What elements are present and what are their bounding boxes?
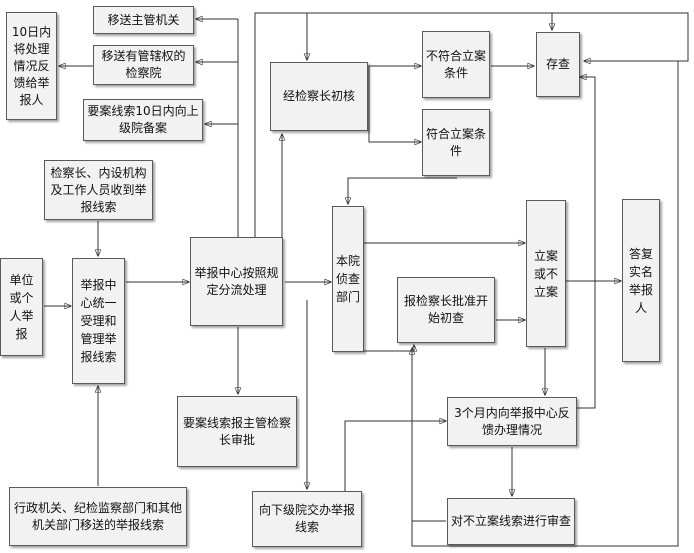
- arrow-meet-to-investigation: [348, 177, 457, 204]
- archive-box: 存查: [536, 32, 580, 97]
- lower-court-box: 向下级院交办举报线索: [252, 491, 362, 547]
- review-to-approve: [412, 348, 446, 522]
- file-or-not-box: 立案或不立案: [526, 200, 566, 347]
- prelim-review-box: 经检察长初核: [270, 62, 368, 131]
- file-upper-box: 要案线索10日内向上级院备案: [83, 99, 203, 141]
- meet-box: 符合立案条件: [422, 109, 490, 176]
- other-agencies-box: 行政机关、纪检监察部门和其他机关部门移送的举报线索: [9, 487, 187, 546]
- lower-to-feedback3m: [344, 421, 446, 496]
- unit-person-box: 单位或个人举报: [0, 258, 43, 356]
- top-line-to-right: [307, 12, 689, 62]
- prelim-to-meet: [368, 98, 421, 142]
- chief-receive-box: 检察长、内设机构及工作人员收到举报线索: [44, 160, 153, 220]
- center-distribute-box: 举报中心按照规定分流处理: [190, 237, 283, 326]
- feedback-3-months-box: 3个月内向举报中心反馈办理情况: [447, 397, 577, 446]
- review-unfiled-box: 对不立案线索进行审查: [447, 498, 575, 545]
- feedback-10-days-box: 10日内将处理情况反馈给举报人: [6, 12, 57, 120]
- not-meet-box: 不符合立案条件: [422, 31, 490, 98]
- reply-real-name-box: 答复实名举报人: [622, 199, 660, 362]
- investigation-box: 本院侦查部门: [332, 206, 364, 352]
- approve-prelim-box: 报检察长批准开始初查: [397, 277, 495, 343]
- prelim-split: [368, 66, 421, 98]
- report-chief-box: 要案线索报主管检察长审批: [177, 396, 297, 467]
- transfer-procuratorate-box: 移送有管辖权的检察院: [93, 45, 194, 85]
- transfer-superior-box: 移送主管机关: [93, 6, 194, 34]
- arrow-investigation-to-approve: [364, 345, 414, 352]
- feedback-to-archive: [577, 77, 596, 409]
- center-accept-box: 举报中心统一受理和管理举报线索: [72, 258, 125, 384]
